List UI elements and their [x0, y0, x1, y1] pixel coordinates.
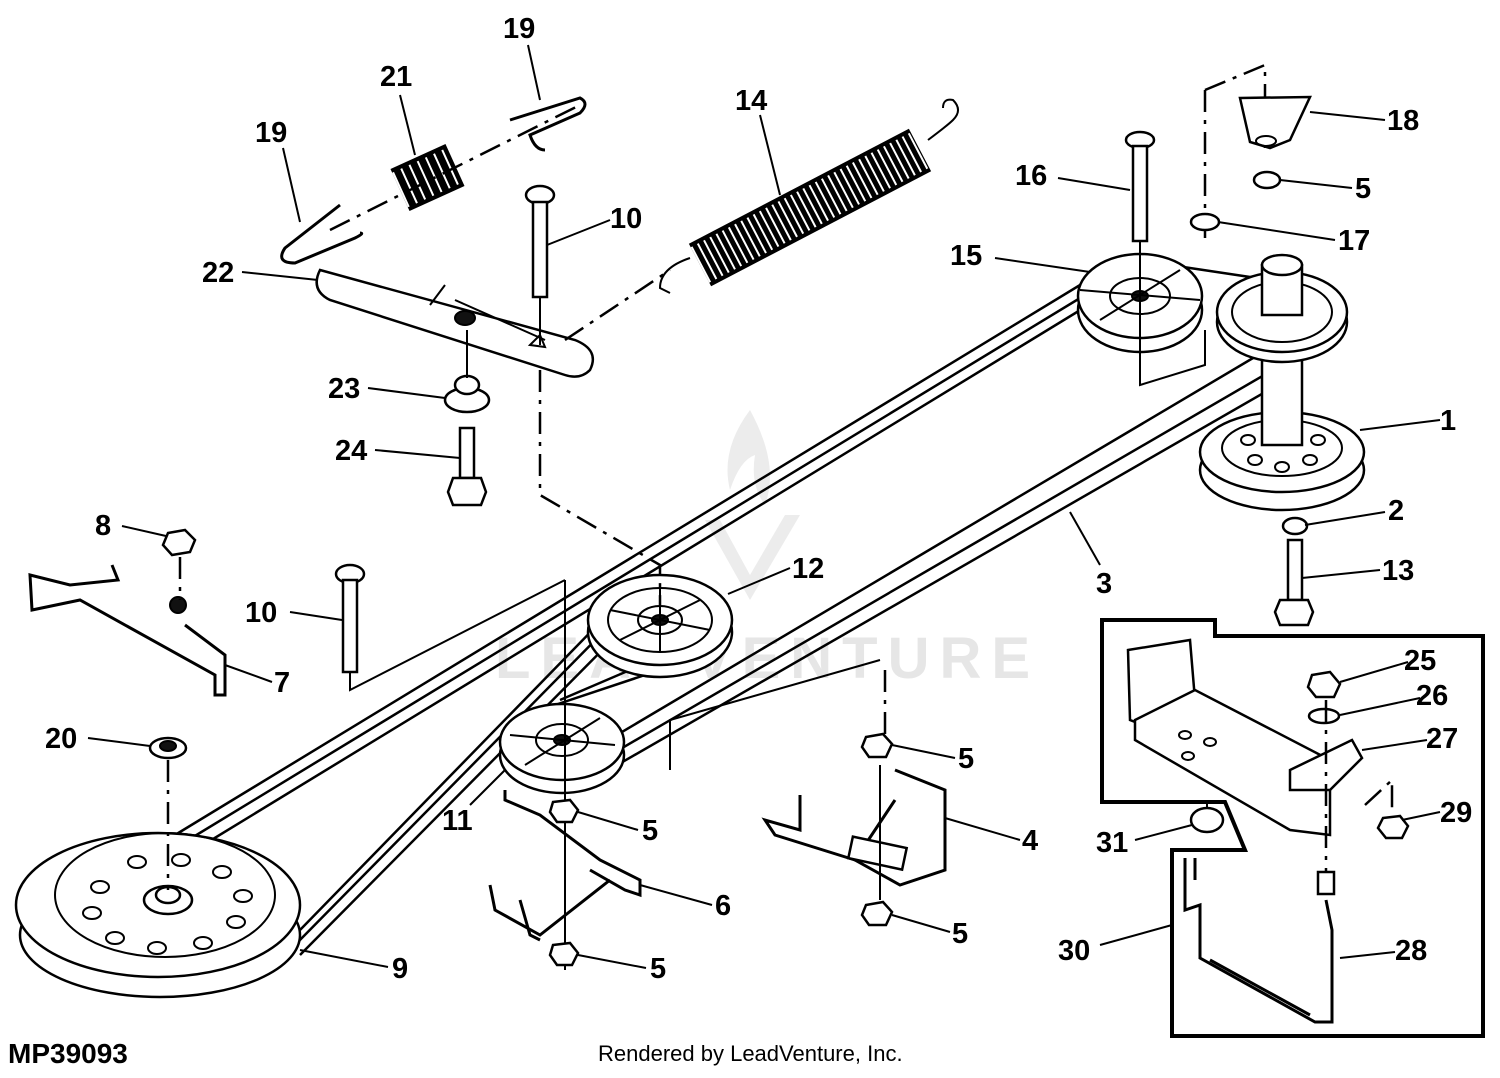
callout-16: 16: [1015, 160, 1047, 192]
inset-detail: [1100, 618, 1485, 1038]
idler-pulley-v: [586, 573, 734, 679]
callout-13: 13: [1382, 555, 1414, 587]
retaining-clip: [148, 736, 188, 760]
hook-axis-line: [329, 103, 581, 232]
washer-2: [1281, 516, 1309, 536]
nut-guide4-upper: [860, 732, 894, 759]
bolt-16: [1124, 130, 1156, 290]
callout-30: 30: [1058, 935, 1090, 967]
nut-guide6-upper: [548, 798, 580, 824]
extension-spring: [658, 98, 959, 294]
callout-11: 11: [442, 805, 473, 837]
callout-5: 5: [650, 953, 666, 985]
bracket-axis-line: [1203, 63, 1267, 240]
belt-guide-rod: [28, 564, 227, 697]
callout-21: 21: [380, 61, 412, 93]
callout-31: 31: [1096, 827, 1128, 859]
callout-19: 19: [255, 117, 287, 149]
bushing: [443, 374, 491, 414]
pulley-12-axis-line: [538, 370, 662, 605]
callout-1: 1: [1440, 405, 1456, 437]
idler-pulley-upper: [1076, 252, 1206, 387]
callout-8: 8: [95, 510, 111, 542]
transmission-pulley: [14, 831, 302, 999]
callout-10: 10: [245, 597, 277, 629]
callout-5: 5: [642, 815, 658, 847]
callout-28: 28: [1395, 935, 1427, 967]
figure-id: MP39093: [8, 1038, 128, 1069]
spring-axis-line: [564, 268, 671, 342]
nut-bracket18: [1252, 170, 1282, 190]
washer-17: [1189, 212, 1221, 232]
cap-screw: [1273, 538, 1315, 627]
callout-10: 10: [610, 203, 642, 235]
drive-pulley: [1198, 253, 1366, 512]
spring-hook-right: [509, 96, 587, 152]
callout-3: 3: [1096, 568, 1112, 600]
callout-labels: 1 2 3 4 5 5 5 5 5 6 7 8 9 10 10 11 12 13…: [45, 13, 1472, 985]
callout-7: 7: [274, 667, 290, 699]
callout-5: 5: [958, 743, 974, 775]
callout-5: 5: [1355, 173, 1371, 205]
bracket-18: [1238, 95, 1312, 150]
callout-2: 2: [1388, 495, 1404, 527]
idler-pulley-flat: [498, 702, 626, 795]
callout-17: 17: [1338, 225, 1370, 257]
callout-6: 6: [715, 890, 731, 922]
belt-guide-center: [488, 790, 642, 942]
nut-guide6-lower: [548, 941, 580, 967]
guide-bracket-line: [669, 659, 881, 770]
callout-15: 15: [950, 240, 982, 272]
leader-lines: [87, 44, 1441, 969]
callout-14: 14: [735, 85, 767, 117]
callout-9: 9: [392, 953, 408, 985]
lock-nut: [161, 528, 197, 557]
nut-guide4-lower: [860, 900, 894, 927]
callout-19: 19: [503, 13, 535, 45]
bolt-upper: [524, 184, 556, 345]
callout-22: 22: [202, 257, 234, 289]
idler-arm: [315, 268, 595, 378]
bolt-lower: [334, 563, 566, 692]
callout-20: 20: [45, 723, 77, 755]
callout-5: 5: [952, 918, 968, 950]
compression-spring: [390, 144, 465, 211]
callout-25: 25: [1404, 645, 1436, 677]
belt-guide-right: [761, 768, 947, 887]
spring-hook-left: [280, 203, 364, 265]
callout-23: 23: [328, 373, 360, 405]
callout-4: 4: [1022, 825, 1038, 857]
callout-26: 26: [1416, 680, 1448, 712]
render-credit: Rendered by LeadVenture, Inc.: [598, 1041, 903, 1066]
callout-24: 24: [335, 435, 367, 467]
shoulder-bolt: [446, 426, 488, 507]
callout-29: 29: [1440, 797, 1472, 829]
callout-12: 12: [792, 553, 824, 585]
callout-27: 27: [1426, 723, 1458, 755]
callout-18: 18: [1387, 105, 1419, 137]
watermark: LEADVENTURE: [495, 410, 1030, 691]
